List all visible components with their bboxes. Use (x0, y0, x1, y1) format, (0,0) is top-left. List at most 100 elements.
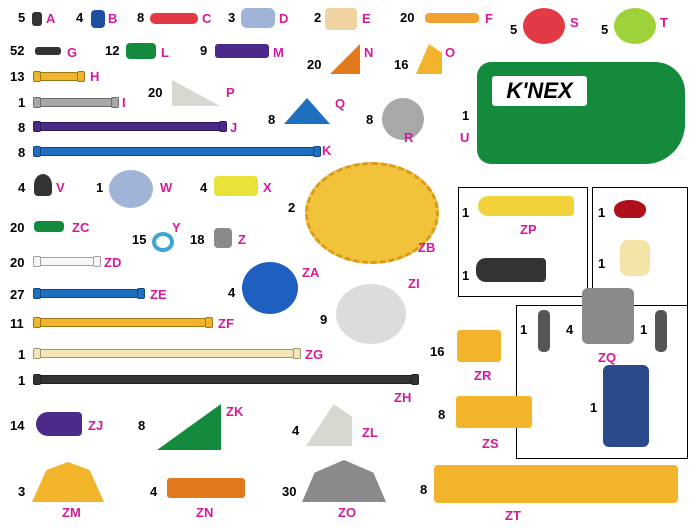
label-ZM: ZM (62, 505, 81, 520)
qty-Z: 18 (190, 232, 205, 247)
part-ZA-gear (242, 262, 298, 314)
part-Q-connector (284, 98, 330, 124)
qty-G: 52 (10, 43, 25, 58)
label-E: E (362, 11, 371, 26)
label-O: O (445, 45, 456, 60)
label-T: T (660, 15, 668, 30)
part-V-connector (34, 174, 52, 196)
qty-V: 4 (18, 180, 26, 195)
label-ZQ: ZQ (598, 350, 617, 365)
label-K: K (322, 143, 332, 158)
qty-ZQ-head: 1 (598, 256, 606, 271)
part-J-rod (33, 121, 227, 132)
qty-R: 8 (366, 112, 374, 127)
label-A: A (46, 11, 56, 26)
qty-ZT: 8 (420, 482, 428, 497)
label-N: N (364, 45, 374, 60)
part-ZB-large-gear (305, 162, 439, 264)
part-ZQ-arm-left (538, 310, 550, 352)
label-J: J (230, 120, 238, 135)
zp-box (458, 187, 588, 297)
label-R: R (404, 130, 414, 145)
zq-box-outline (592, 187, 688, 306)
qty-ZR: 16 (430, 344, 445, 359)
part-K-rod (33, 146, 321, 157)
part-O-connector (416, 44, 442, 74)
label-C: C (202, 11, 212, 26)
label-ZL: ZL (362, 425, 378, 440)
label-D: D (279, 11, 289, 26)
part-ZF-rod (33, 317, 213, 328)
qty-K: 8 (18, 145, 26, 160)
label-Q: Q (335, 96, 346, 111)
qty-I: 1 (18, 95, 26, 110)
part-ZJ-clip (36, 412, 82, 436)
part-L-connector (126, 43, 156, 59)
qty-F: 20 (400, 10, 415, 25)
qty-ZP2: 1 (462, 268, 470, 283)
label-L: L (161, 45, 169, 60)
label-ZJ: ZJ (88, 418, 104, 433)
part-W-gear (109, 170, 153, 208)
label-ZN: ZN (196, 505, 214, 520)
qty-ZP: 1 (462, 205, 470, 220)
label-ZS: ZS (482, 436, 499, 451)
qty-ZJ: 14 (10, 418, 25, 433)
qty-ZO: 30 (282, 484, 297, 499)
label-ZP: ZP (520, 222, 537, 237)
qty-X: 4 (200, 180, 208, 195)
part-S-red-ball (523, 8, 565, 44)
qty-ZQ-arm-left: 1 (520, 322, 528, 337)
label-H: H (90, 69, 100, 84)
label-M: M (273, 45, 284, 60)
qty-O: 16 (394, 57, 409, 72)
motor-logo: K'NEX (492, 76, 587, 106)
part-X-connector (214, 176, 258, 196)
part-ZN-connector (167, 478, 245, 498)
qty-ZS: 8 (438, 407, 446, 422)
qty-Y: 15 (132, 232, 147, 247)
part-ZQ-arm-right (655, 310, 667, 352)
qty-ZC: 20 (10, 220, 25, 235)
part-A-connector (32, 12, 42, 26)
part-ZQ-hat (614, 200, 646, 218)
part-P-connector (172, 80, 220, 106)
part-ZO-connector (302, 460, 386, 502)
label-ZC: ZC (72, 220, 90, 235)
qty-ZN: 4 (150, 484, 158, 499)
label-W: W (160, 180, 173, 195)
part-H-rod (33, 71, 85, 82)
qty-N: 20 (307, 57, 322, 72)
label-U: U (460, 130, 470, 145)
label-ZR: ZR (474, 368, 492, 383)
part-ZK-connector (157, 404, 221, 450)
label-ZH: ZH (394, 390, 412, 405)
part-ZC-connector (34, 221, 64, 232)
label-ZG: ZG (305, 347, 324, 362)
part-C-connector (150, 13, 198, 24)
label-ZD: ZD (104, 255, 122, 270)
qty-ZM: 3 (18, 484, 26, 499)
qty-ZA: 4 (228, 285, 236, 300)
qty-W: 1 (96, 180, 104, 195)
label-V: V (56, 180, 65, 195)
part-ZP-black-connector (476, 258, 546, 282)
qty-H: 13 (10, 69, 25, 84)
part-ZG-rod (33, 348, 301, 359)
qty-ZH: 1 (18, 373, 26, 388)
qty-ZK: 8 (138, 418, 146, 433)
qty-U: 1 (462, 108, 470, 123)
label-S: S (570, 15, 579, 30)
qty-Q: 8 (268, 112, 276, 127)
label-ZA: ZA (302, 265, 320, 280)
qty-ZB: 2 (288, 200, 296, 215)
label-ZE: ZE (150, 287, 167, 302)
part-I-rod (33, 97, 119, 108)
qty-D: 3 (228, 10, 236, 25)
part-G-connector (35, 47, 61, 55)
label-ZO: ZO (338, 505, 357, 520)
part-D-hinge (241, 8, 275, 28)
label-ZT: ZT (505, 508, 521, 523)
qty-E: 2 (314, 10, 322, 25)
part-T-green-ball (614, 8, 656, 44)
